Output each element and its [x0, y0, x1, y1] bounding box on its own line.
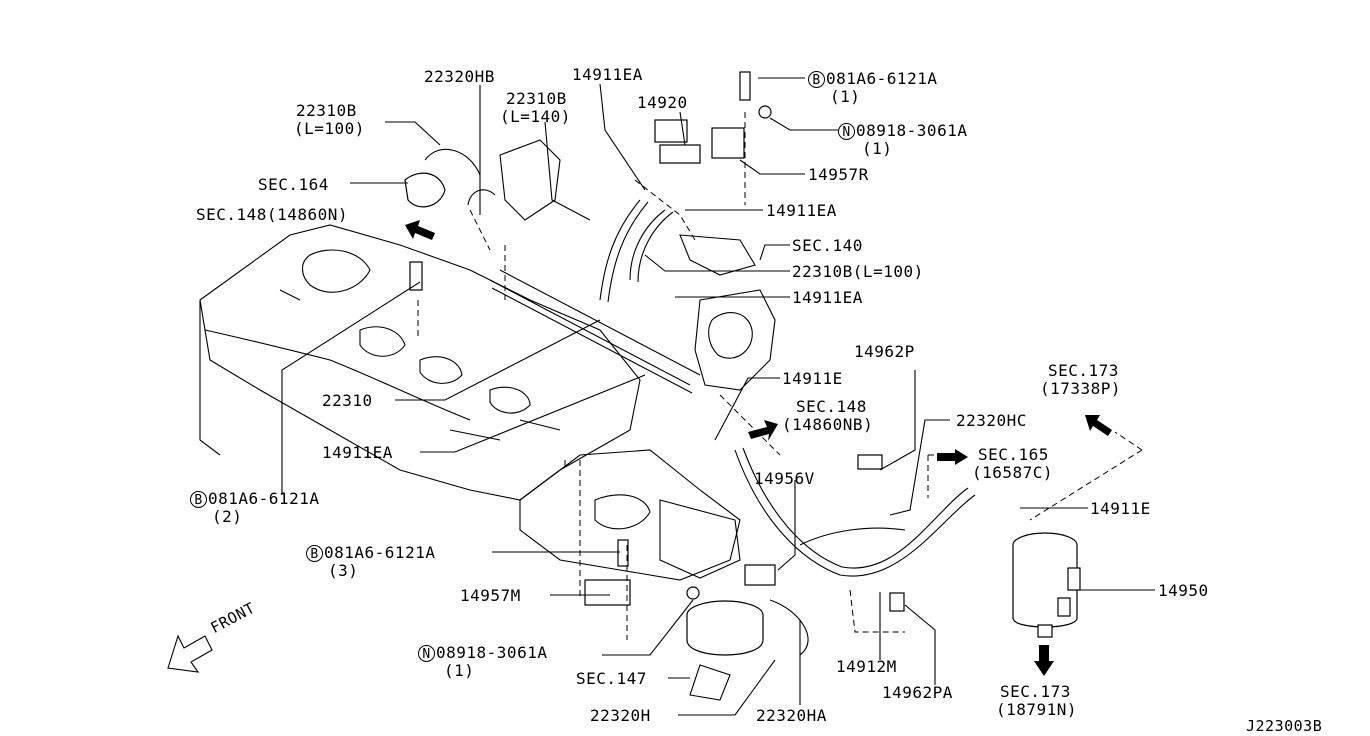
- label-14920: 14920: [637, 93, 688, 112]
- small-parts: [404, 71, 905, 612]
- label-sec140: SEC.140: [792, 236, 863, 255]
- bolt-symbol-icon: B: [190, 491, 207, 508]
- label-14950: 14950: [1158, 581, 1209, 600]
- label-qty-bolt-1: (1): [830, 87, 861, 106]
- label-14911ea-2: 14911EA: [766, 201, 837, 220]
- label-14860nb: (14860NB): [782, 415, 874, 434]
- label-sec173-bottom: SEC.173: [1000, 682, 1071, 701]
- arrow-sec173-bottom: [1034, 645, 1054, 676]
- label-16587c: (16587C): [972, 463, 1054, 482]
- label-22310b-left: 22310B: [296, 101, 357, 120]
- label-18791n: (18791N): [996, 700, 1078, 719]
- label-22310b-length-140: (L=140): [500, 107, 571, 126]
- label-22310b-center: 22310B: [506, 89, 567, 108]
- egr-diaphragm: [686, 600, 764, 701]
- label-22320hb: 22320HB: [424, 67, 495, 86]
- nut-symbol-icon: N: [418, 645, 435, 662]
- label-22320ha: 22320HA: [756, 706, 827, 725]
- label-sec147: SEC.147: [576, 669, 647, 688]
- label-22320hc: 22320HC: [956, 411, 1027, 430]
- label-22320h: 22320H: [590, 706, 651, 725]
- label-14912m: 14912M: [836, 657, 897, 676]
- bolt-symbol-icon: B: [306, 545, 323, 562]
- arrow-sec148-top: [405, 220, 435, 240]
- vacuum-pipes: [489, 269, 701, 394]
- arrow-sec148-mid: [748, 420, 778, 441]
- label-14962pa: 14962PA: [882, 683, 953, 702]
- label-22310b-l100-right: 22310B(L=100): [792, 262, 924, 281]
- label-qty-nut-2: (1): [444, 661, 475, 680]
- label-14911e-mid: 14911E: [782, 369, 843, 388]
- label-22310: 22310: [322, 391, 373, 410]
- label-sec148-mid: SEC.148: [796, 397, 867, 416]
- throttle-assembly: [499, 139, 776, 391]
- label-qty-bolt-2: (2): [212, 507, 243, 526]
- label-17338p: (17338P): [1040, 379, 1122, 398]
- label-14956v: 14956V: [754, 469, 815, 488]
- label-22310b-length-100: (L=100): [294, 119, 365, 138]
- label-14911ea-4: 14911EA: [322, 443, 393, 462]
- label-diagram-code: J223003B: [1246, 717, 1323, 735]
- label-14962p: 14962P: [854, 342, 915, 361]
- label-sec173-top: SEC.173: [1048, 361, 1119, 380]
- label-qty-nut-1: (1): [862, 139, 893, 158]
- label-sec164: SEC.164: [258, 175, 329, 194]
- label-sec165: SEC.165: [978, 445, 1049, 464]
- label-14911e-right: 14911E: [1090, 499, 1151, 518]
- label-qty-bolt-3: (3): [328, 561, 359, 580]
- label-14957r: 14957R: [808, 165, 869, 184]
- label-14957m: 14957M: [460, 586, 521, 605]
- bolt-symbol-icon: B: [808, 71, 825, 88]
- direction-arrows: [167, 220, 1112, 676]
- canister-14950: [1012, 532, 1081, 638]
- arrow-sec165: [937, 449, 968, 465]
- label-14911ea-3: 14911EA: [792, 288, 863, 307]
- egr-valve-body: [519, 449, 741, 606]
- arrow-sec173-top: [1085, 415, 1112, 436]
- label-sec148-14860n: SEC.148(14860N): [196, 205, 348, 224]
- arrow-front: [167, 634, 213, 673]
- engine-block: [199, 224, 641, 501]
- label-14911ea-top: 14911EA: [572, 65, 643, 84]
- leader-lines: [281, 77, 1155, 716]
- hoses: [424, 148, 976, 656]
- nut-symbol-icon: N: [838, 123, 855, 140]
